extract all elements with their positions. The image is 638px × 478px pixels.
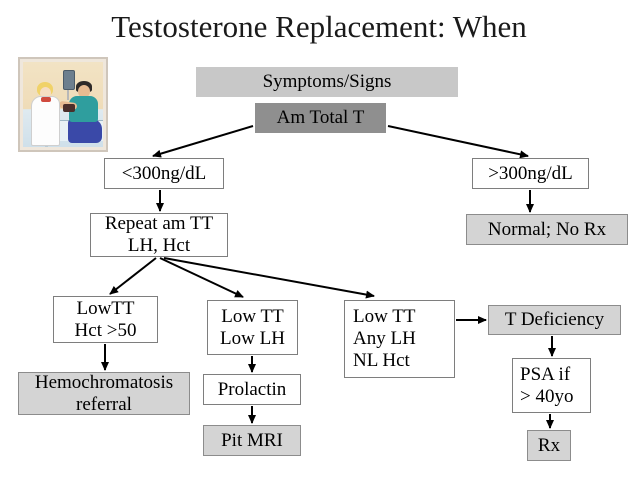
- node-low-tt-any-lh-nl-hct[interactable]: Low TT Any LH NL Hct: [344, 300, 455, 378]
- clipart-doctor-scarf: [41, 97, 51, 102]
- node-am-total-t[interactable]: Am Total T: [255, 103, 386, 133]
- node-rx[interactable]: Rx: [527, 430, 571, 461]
- edge-amtotalt-to-lt300: [152, 125, 254, 158]
- node-repeat-am-tt[interactable]: Repeat am TT LH, Hct: [90, 213, 228, 257]
- clipart-doctor-face: [40, 87, 51, 99]
- doctor-patient-clipart: [18, 57, 108, 152]
- clipart-inner: [23, 62, 103, 147]
- node-t-deficiency[interactable]: T Deficiency: [488, 305, 621, 335]
- clipart-patient-pants: [68, 119, 102, 143]
- edge-repeat-to-lowtt-lowlh: [159, 257, 244, 298]
- node-pit-mri[interactable]: Pit MRI: [203, 425, 301, 456]
- node-normal-no-rx[interactable]: Normal; No Rx: [466, 214, 628, 245]
- node-greater-than-300[interactable]: >300ng/dL: [472, 158, 589, 189]
- page-title: Testosterone Replacement: When: [111, 9, 527, 44]
- node-hemochromatosis-referral[interactable]: Hemochromatosis referral: [18, 372, 190, 415]
- node-low-tt-hct-over-50[interactable]: LowTT Hct >50: [53, 296, 158, 343]
- clipart-iv-bag: [63, 70, 75, 90]
- node-symptoms-signs[interactable]: Symptoms/Signs: [196, 67, 458, 97]
- edge-amtotalt-to-gt300: [387, 125, 529, 159]
- clipart-bp-cuff: [63, 104, 75, 112]
- node-low-tt-low-lh[interactable]: Low TT Low LH: [207, 300, 298, 355]
- edge-repeat-to-lowtt-hct: [109, 257, 157, 295]
- node-less-than-300[interactable]: <300ng/dL: [104, 158, 224, 189]
- clipart-doctor-coat: [31, 96, 60, 146]
- node-prolactin[interactable]: Prolactin: [203, 374, 301, 405]
- edge-repeat-to-lowtt-anylh: [163, 257, 375, 299]
- node-psa-if-over-40yo[interactable]: PSA if > 40yo: [512, 358, 591, 413]
- clipart-patient-face: [78, 85, 90, 98]
